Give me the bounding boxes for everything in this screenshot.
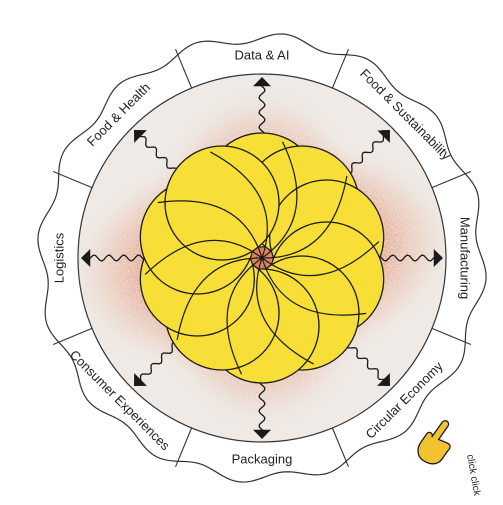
petal-curve — [157, 200, 263, 259]
segment-divider — [431, 327, 472, 345]
arrow-head — [81, 249, 91, 267]
segment-label: Manufacturing — [458, 217, 473, 299]
arrow-head — [253, 77, 271, 87]
segment-divider — [52, 171, 93, 189]
petal-curve — [209, 151, 268, 259]
segment-divider — [175, 427, 193, 468]
flower-center — [260, 256, 264, 260]
pinwheel-flower — [139, 132, 385, 384]
petal-curve — [261, 141, 298, 259]
segment-divider — [331, 427, 349, 468]
petal-curve — [261, 175, 348, 259]
petal-curve — [226, 257, 263, 375]
segment-label: Logistics — [51, 232, 66, 283]
segment-logistics[interactable]: Logistics — [51, 232, 93, 345]
segment-divider — [52, 327, 93, 345]
segment-packaging[interactable]: Packaging — [232, 427, 349, 468]
segment-label: Packaging — [232, 451, 293, 466]
click-hint: click click — [464, 454, 482, 498]
arrow-head — [377, 373, 390, 386]
arrow-head — [134, 373, 147, 386]
arrow-head — [253, 429, 271, 439]
arrow-head — [433, 249, 443, 267]
petal-curve — [261, 257, 367, 316]
segment-divider — [431, 171, 472, 189]
arrow-head — [134, 130, 147, 143]
petal-curve — [261, 241, 380, 277]
flower-petal — [164, 145, 280, 261]
pointing-hand-icon[interactable] — [413, 416, 462, 469]
petal-curve — [176, 257, 263, 341]
petal-curve — [144, 239, 263, 275]
segment-label: Data & AI — [235, 47, 290, 62]
segment-manufacturing[interactable]: Manufacturing — [431, 171, 473, 300]
segment-data-ai[interactable]: Data & AI — [175, 47, 290, 89]
segment-divider — [175, 48, 193, 89]
arrow-head — [377, 130, 390, 143]
segment-divider — [331, 48, 349, 89]
petal-curve — [256, 257, 315, 365]
